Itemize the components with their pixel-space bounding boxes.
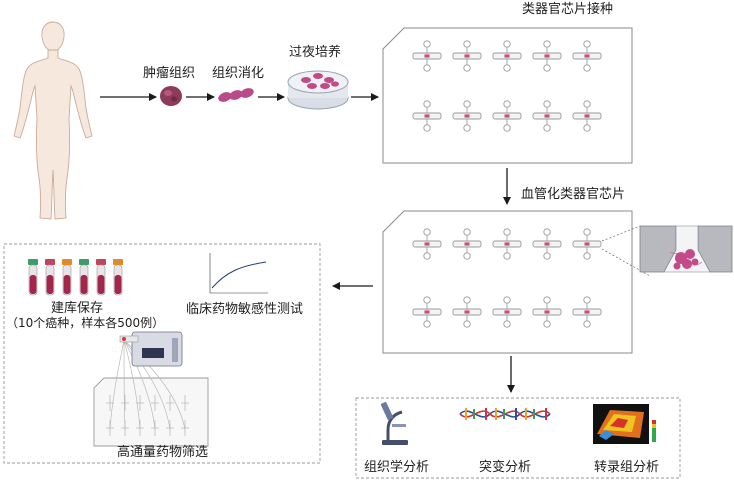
label-vascularized: 血管化类器官芯片 [521,187,626,202]
tumor-tissue-icon [160,86,182,106]
applications-box [3,243,321,464]
drug-response-chart-icon [209,253,268,294]
hts-device-icon [93,331,209,447]
label-clinical-test: 临床药物敏感性测试 [186,302,304,317]
label-overnight-culture: 过夜培养 [289,45,342,60]
label-mutation: 突变分析 [479,460,532,475]
label-histology: 组织学分析 [364,460,430,475]
label-digestion: 组织消化 [212,66,265,81]
analysis-box [355,397,681,479]
biobank-tubes-icon [27,258,124,296]
seeding-chip-plate [382,27,633,164]
dna-helix-icon [459,408,551,420]
label-seeding: 类器官芯片接种 [522,2,614,17]
label-hts: 高通量药物筛选 [117,445,209,460]
label-transcriptome: 转录组分析 [594,460,660,475]
label-biobank: 建库保存 [51,301,104,316]
digested-fragments-icon [218,88,254,102]
petri-dish-icon [287,70,349,110]
transcriptome-heatmap-icon [593,404,656,444]
vascular-channel-zoom [639,225,733,273]
label-tumor-tissue: 肿瘤组织 [143,66,196,81]
microscope-icon [380,402,408,445]
label-biobank-note: （10个癌种，样本各500例） [6,316,165,330]
vascularized-chip-plate [382,210,633,354]
human-figure-icon [13,21,93,220]
